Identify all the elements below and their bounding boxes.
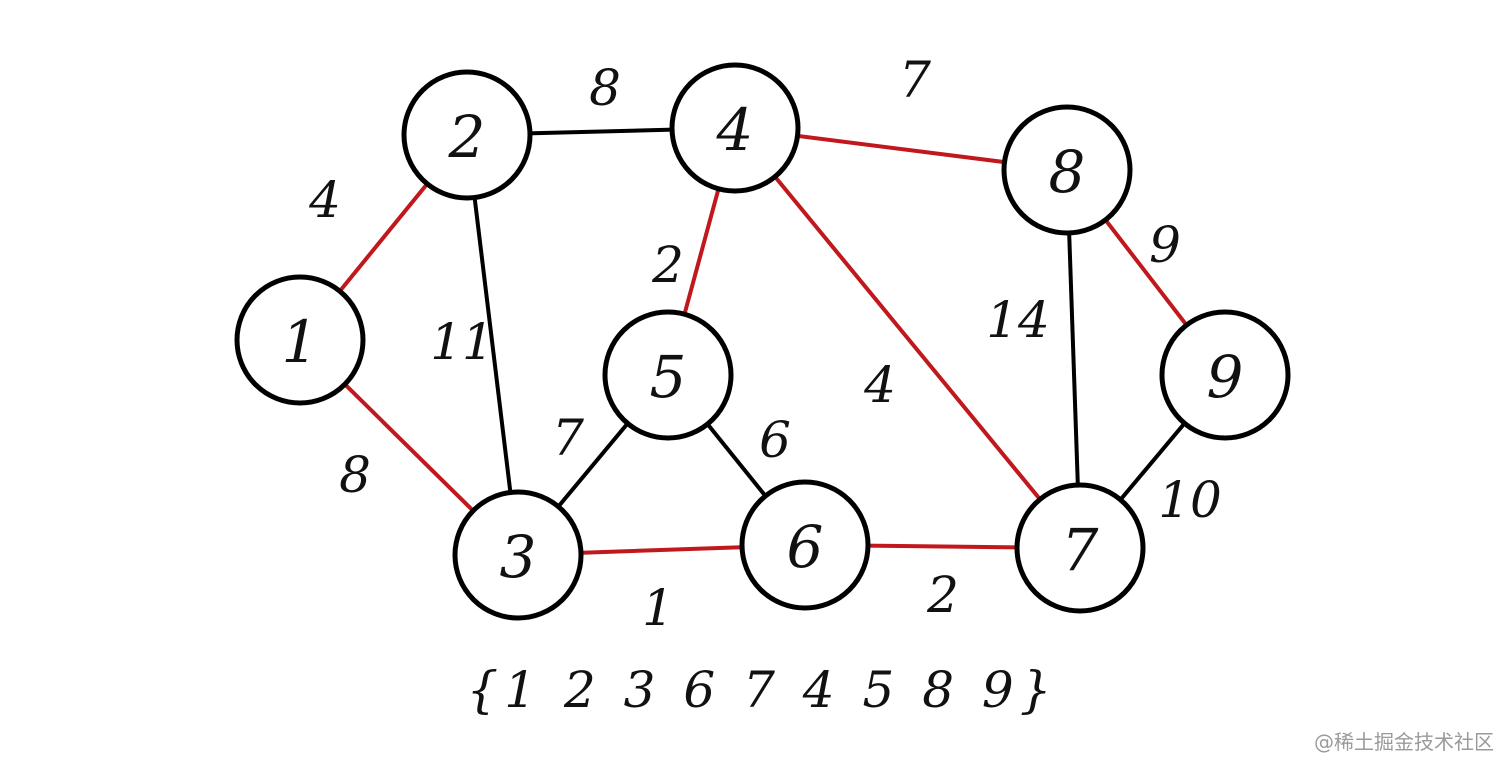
node-label-7: 7	[1062, 516, 1099, 584]
node-9: 9	[1159, 309, 1291, 441]
edge-weight-6-7: 2	[926, 566, 959, 624]
node-circle-7	[1014, 482, 1146, 614]
visited-order-set: {1 2 3 6 7 4 5 8 9}	[466, 661, 1057, 719]
edge-weight-1-2: 4	[308, 171, 341, 229]
edge-weight-1-3: 8	[339, 446, 371, 504]
watermark: @稀土掘金技术社区	[1314, 730, 1494, 754]
edge-weight-9-7: 10	[1158, 471, 1222, 529]
node-7: 7	[1014, 482, 1146, 614]
edge-weight-3-6: 1	[642, 579, 674, 637]
node-circle-2	[401, 69, 533, 201]
node-1: 1	[234, 274, 366, 406]
node-circle-5	[602, 309, 734, 441]
node-circle-6	[739, 479, 871, 611]
edge-weight-4-7: 4	[863, 356, 896, 414]
edge-weights-layer: 4 8 8 11 7 2 4 7 6 1 2 14 9 10	[308, 51, 1222, 637]
node-circle-4	[669, 62, 801, 194]
edge-weight-2-3: 11	[430, 313, 494, 371]
edge-2-3	[465, 133, 520, 557]
nodes-layer: 1 2 3 4 5 6 7 8 9	[234, 62, 1291, 621]
edge-weight-4-8: 7	[899, 51, 931, 109]
edge-4-7	[733, 126, 1082, 550]
node-circle-1	[234, 274, 366, 406]
node-4: 4	[669, 62, 801, 194]
edge-weight-5-3: 7	[552, 409, 584, 467]
node-label-8: 8	[1049, 138, 1086, 206]
edge-weight-4-5: 2	[651, 236, 684, 294]
node-5: 5	[602, 309, 734, 441]
node-label-6: 6	[787, 513, 824, 581]
node-2: 2	[401, 69, 533, 201]
node-label-2: 2	[448, 103, 486, 171]
node-label-5: 5	[650, 343, 687, 411]
node-label-1: 1	[282, 308, 319, 376]
edge-weight-2-4: 8	[589, 59, 621, 117]
edge-weight-8-7: 14	[986, 291, 1050, 349]
node-circle-3	[452, 489, 584, 621]
node-3: 3	[452, 489, 584, 621]
node-circle-8	[1001, 104, 1133, 236]
edge-weight-8-9: 9	[1149, 216, 1181, 274]
node-label-3: 3	[500, 523, 537, 591]
node-label-4: 4	[716, 96, 754, 164]
node-label-9: 9	[1207, 343, 1244, 411]
node-6: 6	[739, 479, 871, 611]
node-circle-9	[1159, 309, 1291, 441]
edge-weight-5-6: 6	[759, 411, 791, 469]
node-8: 8	[1001, 104, 1133, 236]
